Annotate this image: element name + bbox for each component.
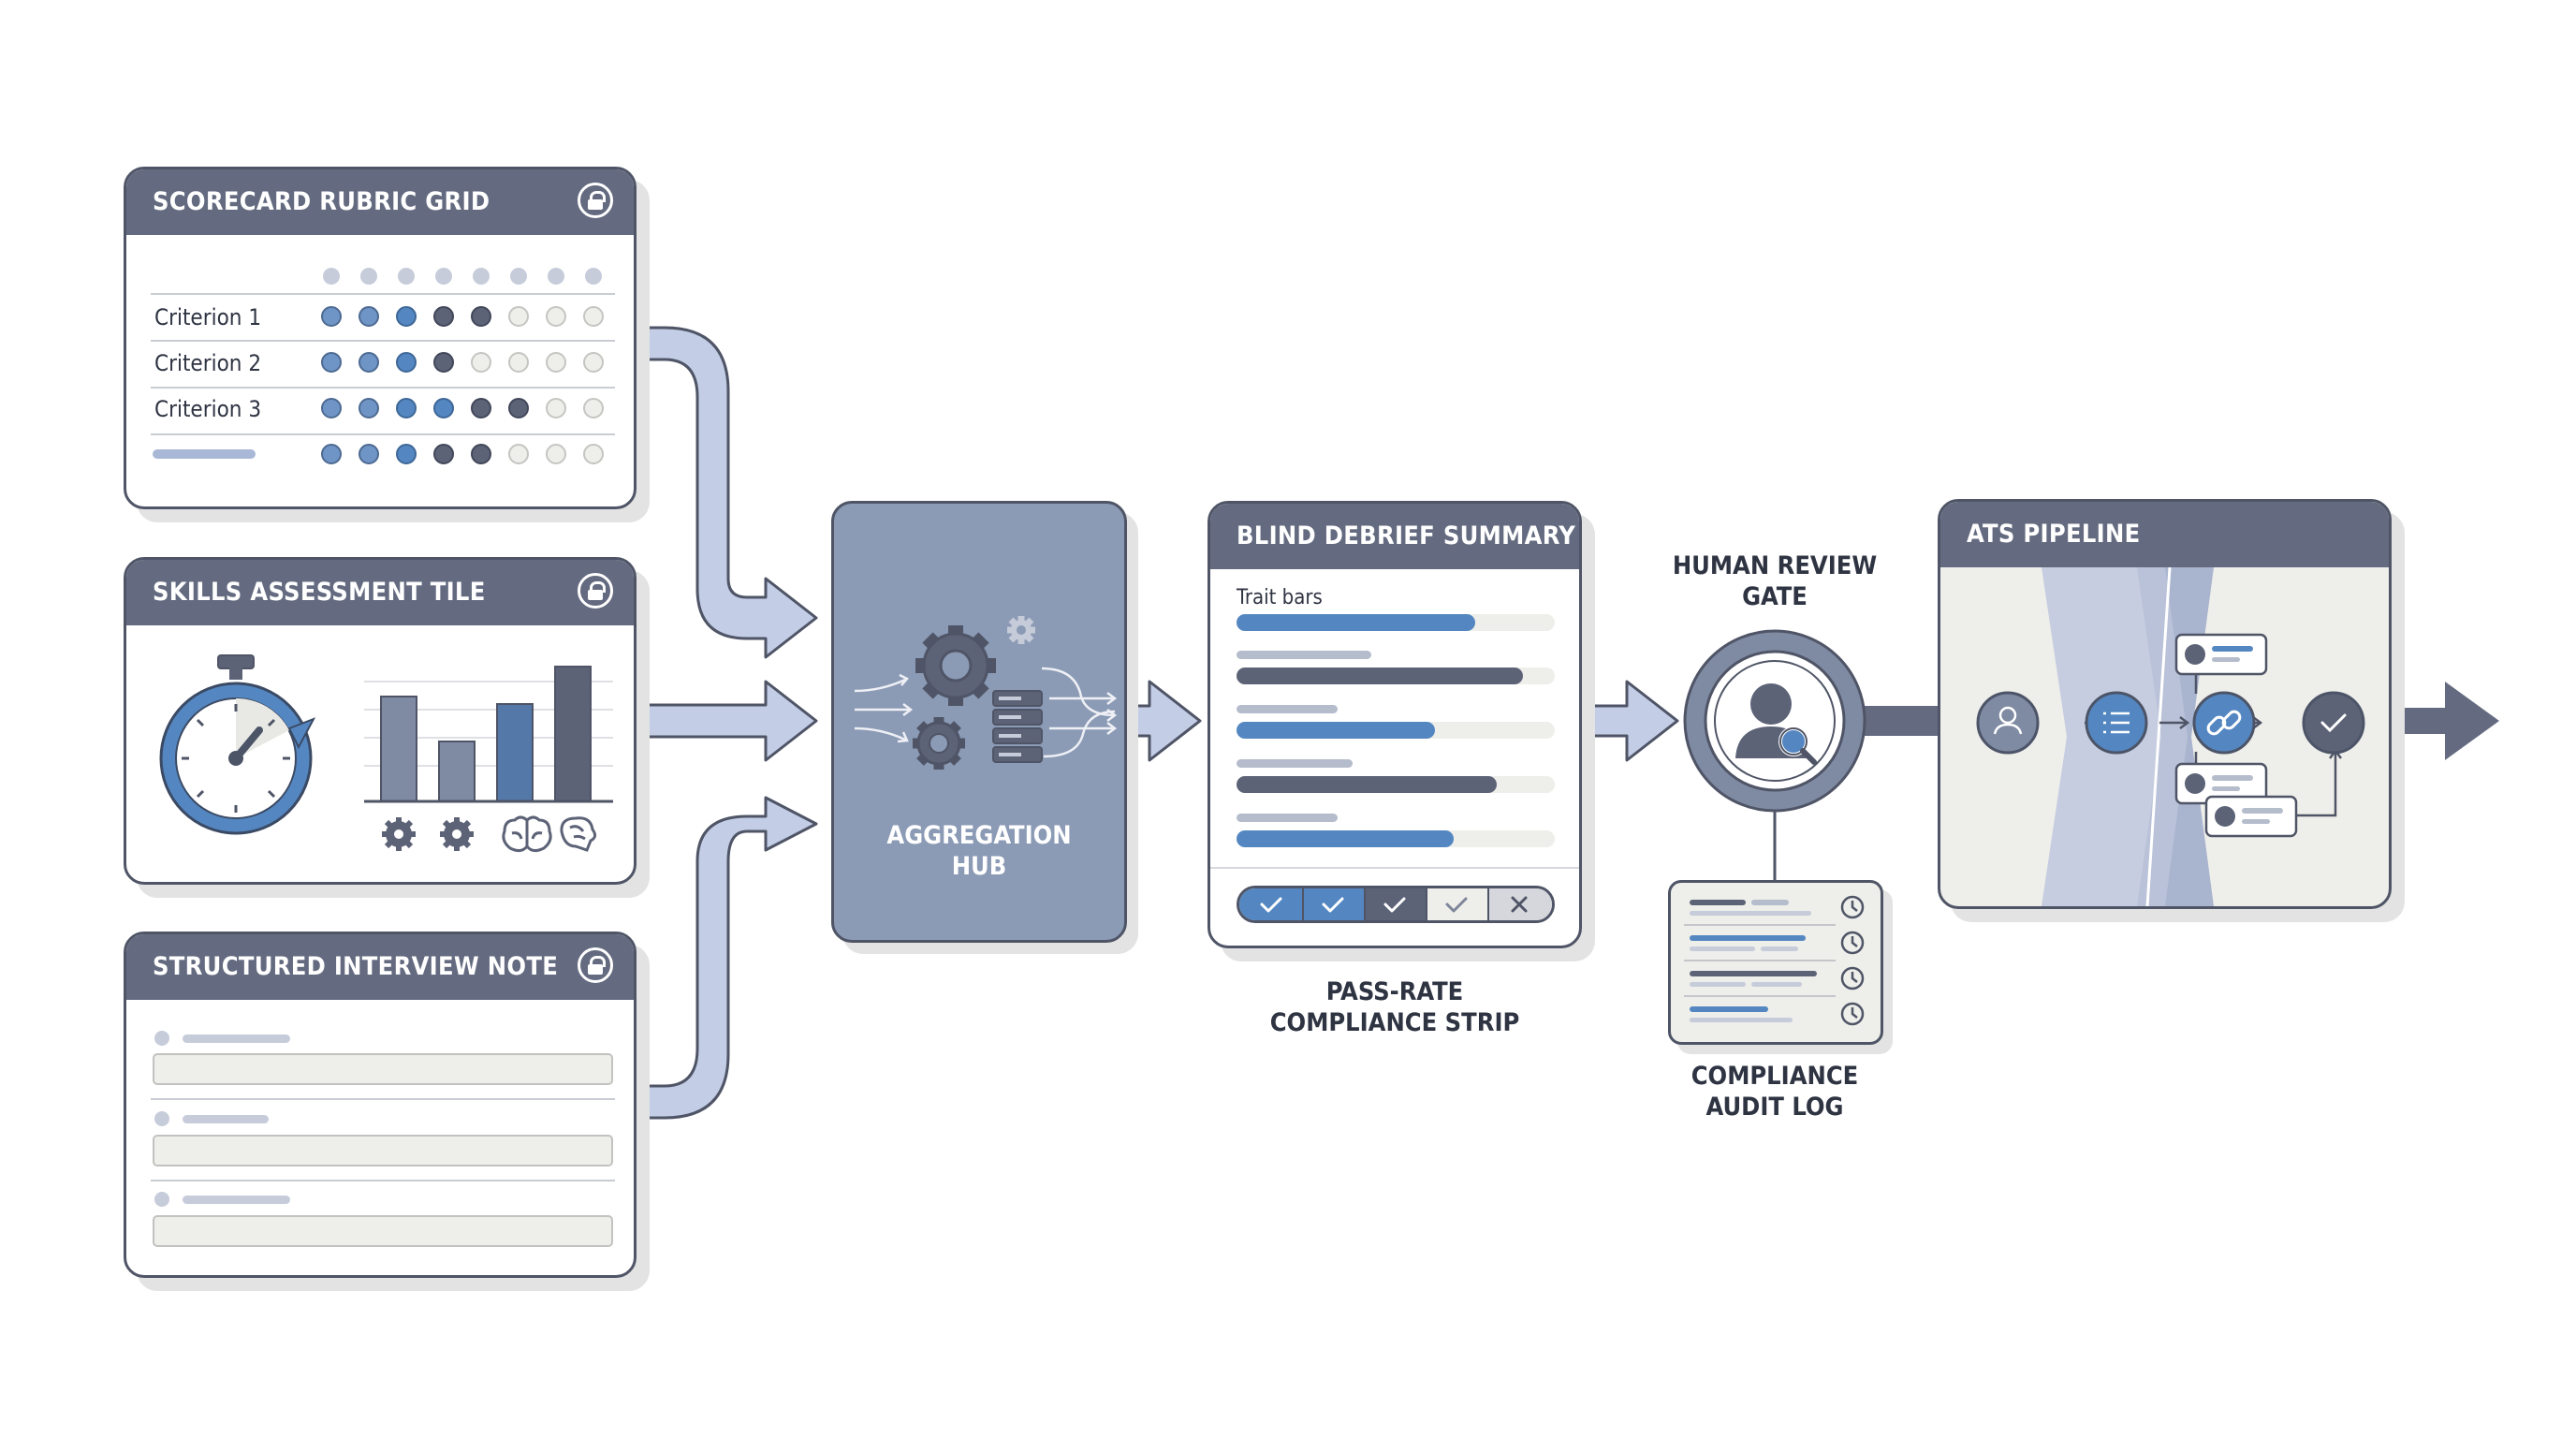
skills-card-title: SKILLS ASSESSMENT TILE — [153, 578, 486, 607]
lock-icon — [578, 947, 613, 983]
audit-entry-1 — [1690, 900, 1811, 916]
ats-card-title: ATS PIPELINE — [1967, 520, 2141, 549]
notes-card-header: STRUCTURED INTERVIEW NOTE CARD — [126, 934, 634, 1047]
criterion-2-label: Criterion 2 — [154, 350, 262, 376]
scorecard-card-title: SCORECARD RUBRIC GRID — [153, 187, 490, 216]
x-icon — [1511, 896, 1528, 913]
skills-assessment-card: SKILLS ASSESSMENT TILE — [124, 557, 637, 885]
lock-icon — [578, 573, 613, 609]
trait-bars-label: Trait bars — [1237, 586, 1323, 609]
clock-icon — [1840, 895, 1865, 1026]
arrow-hub-to-debrief — [1125, 680, 1202, 762]
gear-icon — [440, 817, 474, 851]
gear-icon — [913, 717, 965, 770]
aggregation-hub: AGGREGATION HUB — [831, 501, 1127, 943]
note-field-2[interactable] — [153, 1135, 613, 1167]
stage-link — [2192, 691, 2256, 755]
audit-entry-4 — [1690, 1006, 1793, 1022]
debrief-card-title: BLIND DEBRIEF SUMMARY — [1237, 521, 1576, 550]
pass-rate-strip — [1237, 886, 1555, 923]
skill-bar-2 — [438, 741, 476, 802]
stage-complete — [2302, 691, 2365, 755]
audit-log-label: COMPLIANCE AUDIT LOG — [1690, 1062, 1859, 1122]
blind-debrief-card: BLIND DEBRIEF SUMMARY Trait bars — [1208, 501, 1582, 948]
note-field-3[interactable] — [153, 1215, 613, 1247]
user-search-icon — [1735, 683, 1817, 765]
pass-rate-label: PASS-RATE COMPLIANCE STRIP — [1269, 977, 1520, 1037]
arrow-ats-output — [2392, 682, 2499, 760]
hub-graphic — [854, 616, 1118, 770]
skill-bar-1 — [380, 696, 417, 802]
stage-candidate — [1976, 691, 2040, 755]
arrow-debrief-to-gate — [1580, 680, 1679, 762]
stage-review — [2085, 691, 2148, 755]
stopwatch-icon — [159, 654, 316, 835]
check-icon — [1445, 897, 1468, 913]
link-icon — [2206, 710, 2242, 736]
brain-icon — [560, 816, 597, 852]
gear-icon — [1007, 616, 1035, 644]
candidate-card-top — [2174, 633, 2268, 676]
database-icon — [992, 690, 1043, 763]
compliance-audit-log — [1668, 880, 1883, 1045]
arrow-scorecard-to-hub — [635, 326, 818, 659]
hub-label: AGGREGATION HUB — [886, 821, 1072, 881]
arrow-skills-to-hub — [635, 680, 818, 762]
trait-bar-fill-2 — [1237, 668, 1523, 684]
debrief-card-header: BLIND DEBRIEF SUMMARY — [1210, 504, 1579, 569]
check-icon — [1260, 897, 1282, 913]
skill-bar-3 — [496, 703, 534, 802]
arrow-notes-to-hub — [635, 796, 818, 1120]
trait-bar-fill-3 — [1237, 722, 1435, 739]
trait-bar-fill-4 — [1237, 776, 1497, 793]
check-icon — [1383, 897, 1406, 913]
audit-entry-3 — [1690, 971, 1817, 987]
check-icon — [2320, 713, 2347, 733]
criterion-1-label: Criterion 1 — [154, 304, 262, 330]
gear-icon — [382, 817, 416, 851]
notes-card-title: STRUCTURED INTERVIEW NOTE CARD — [153, 952, 559, 1047]
connector-gate-to-ats — [1863, 706, 1938, 736]
criterion-4-placeholder — [153, 449, 256, 459]
skill-bar-4 — [554, 666, 592, 802]
brain-icon — [502, 815, 552, 853]
interview-note-card: STRUCTURED INTERVIEW NOTE CARD — [124, 932, 637, 1278]
skills-card-header: SKILLS ASSESSMENT TILE — [126, 560, 634, 625]
gear-icon — [915, 625, 996, 706]
scorecard-card-header: SCORECARD RUBRIC GRID — [126, 169, 634, 235]
candidate-card-middle — [2174, 762, 2268, 805]
lock-icon — [578, 183, 613, 218]
candidate-card-bottom — [2204, 795, 2298, 838]
criterion-3-label: Criterion 3 — [154, 396, 262, 422]
scorecard-rubric-card: SCORECARD RUBRIC GRID Criterion 1 Criter… — [124, 167, 637, 509]
skills-bar-chart — [364, 666, 613, 853]
list-icon — [2103, 712, 2130, 734]
audit-entry-2 — [1690, 935, 1806, 951]
ats-card-header: ATS PIPELINE — [1940, 502, 2389, 567]
check-icon — [1322, 897, 1344, 913]
human-review-gate[interactable] — [1679, 629, 1870, 820]
trait-bar-fill-5 — [1237, 830, 1454, 847]
note-field-1[interactable] — [153, 1053, 613, 1085]
ats-pipeline-card: ATS PIPELINE — [1938, 499, 2392, 909]
user-icon — [1993, 706, 2023, 735]
human-review-gate-label: HUMAN REVIEW GATE — [1672, 551, 1878, 611]
trait-bar-fill-1 — [1237, 614, 1475, 631]
